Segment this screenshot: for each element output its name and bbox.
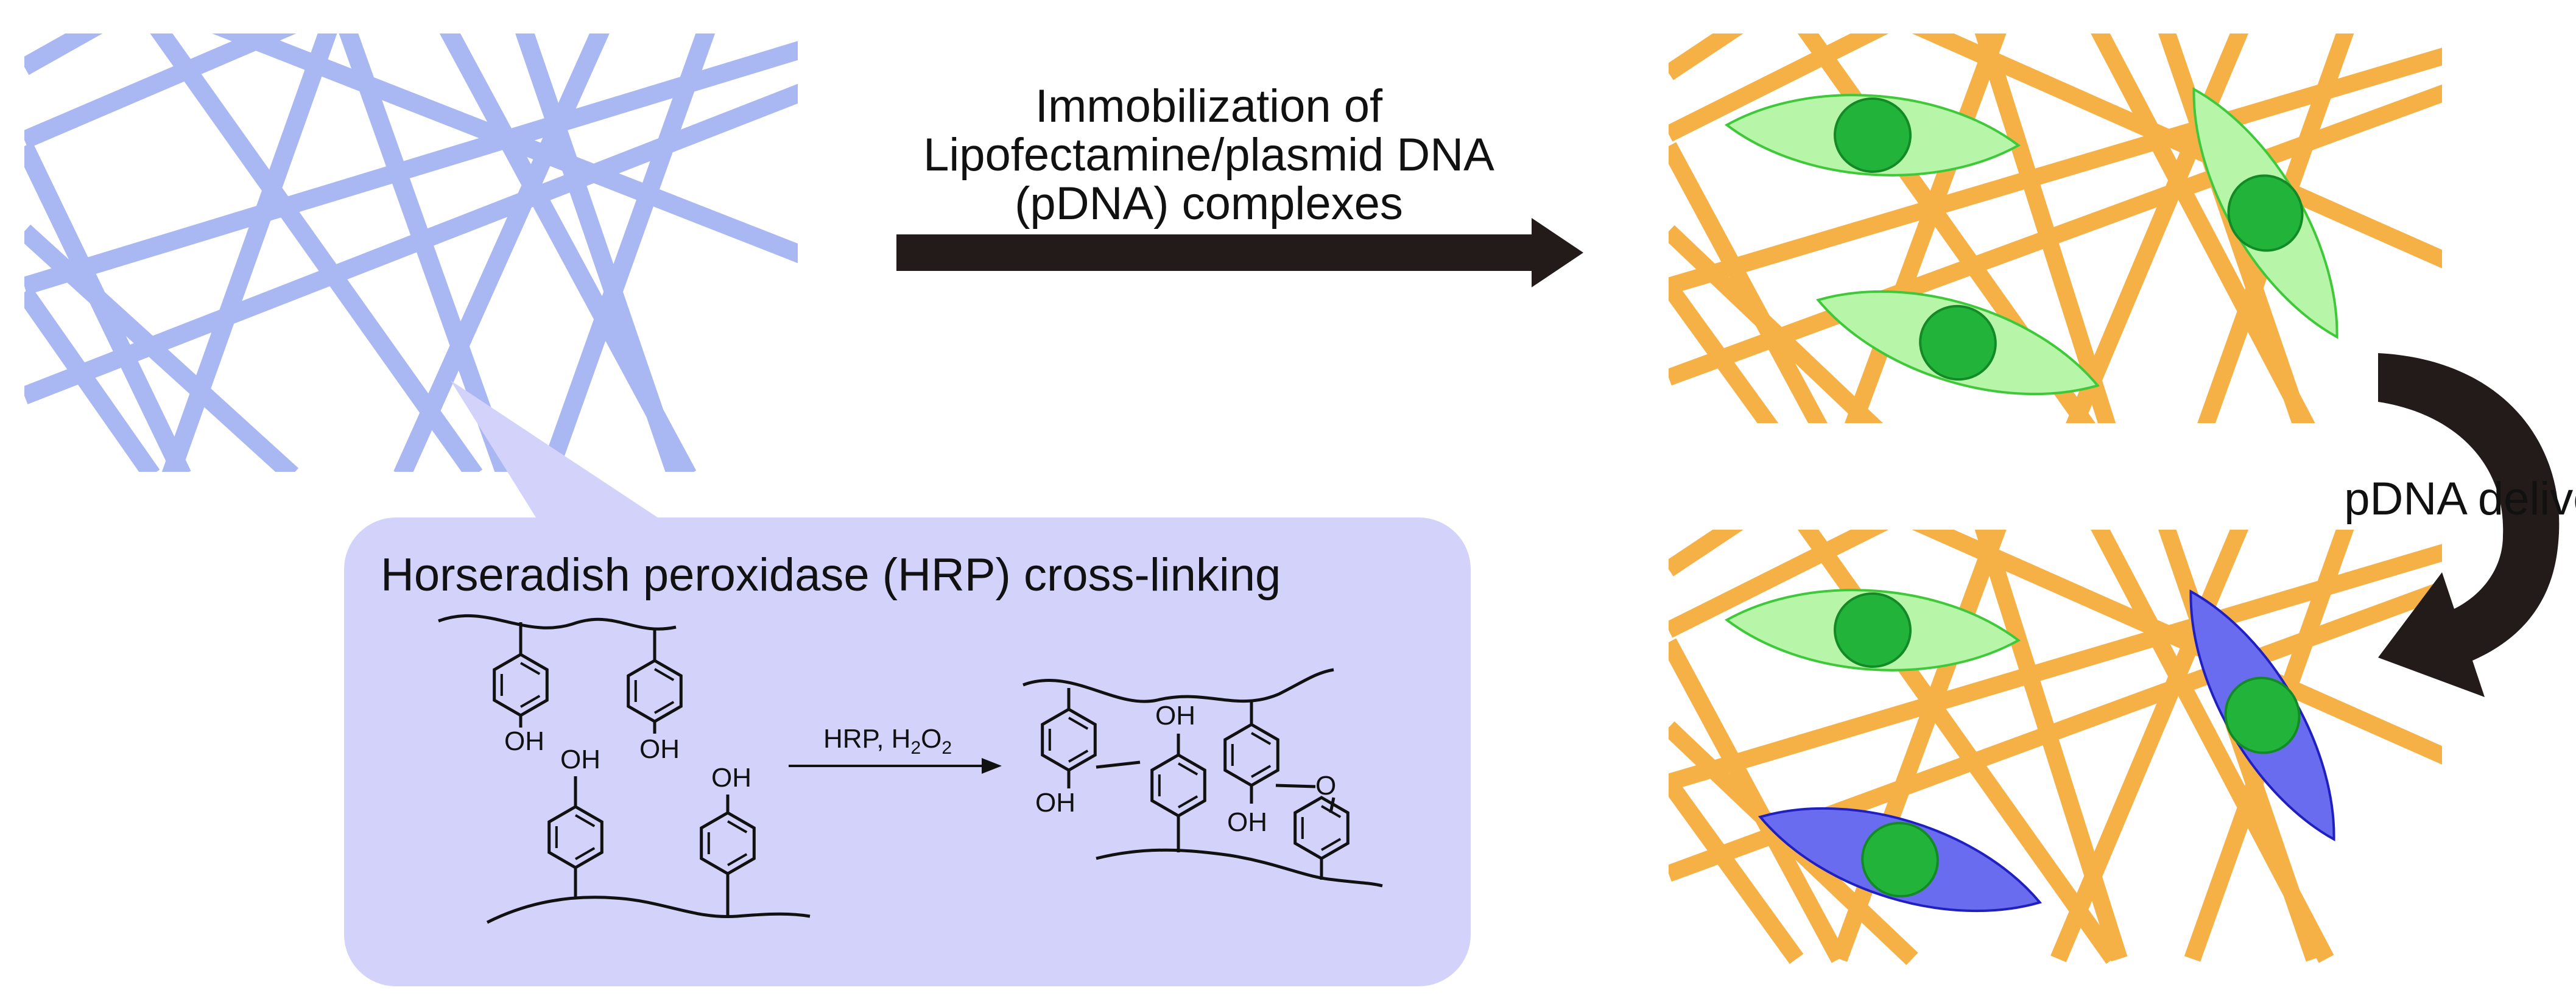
- orange-fiber: [2050, 530, 2249, 963]
- blue-fiber: [515, 33, 685, 472]
- cell-nucleus: [1834, 97, 1912, 174]
- upper-polymer-chain: [438, 614, 677, 631]
- green-cell: [1724, 94, 2021, 177]
- oh-label: OH: [1155, 701, 1195, 731]
- lower-polymer-chain: [486, 896, 811, 924]
- blue-fiber: [339, 33, 515, 472]
- blue-fiber: [24, 41, 798, 295]
- main-arrow-shape: [896, 218, 1583, 287]
- upper-polymer-chain: [1022, 668, 1334, 703]
- cells-layer: [1724, 87, 2338, 913]
- reaction-arrow: HRP, H2O2: [789, 724, 1002, 774]
- oh-label: OH: [560, 745, 600, 774]
- hrp-crosslinking-panel: Horseradish peroxidase (HRP) cross-linki…: [344, 381, 1471, 986]
- oh-label: OH: [1227, 807, 1267, 837]
- immobilization-arrow: [896, 218, 1583, 287]
- reaction-conditions: HRP, H2O2: [823, 724, 952, 758]
- cell-nucleus: [2227, 174, 2304, 252]
- blue-fiber: [24, 287, 160, 472]
- benzene-ring: [1293, 796, 1350, 860]
- arrow-label-line3: (pDNA) complexes: [1015, 178, 1403, 230]
- green-cell: [1815, 290, 2100, 396]
- oh-label: OH: [639, 734, 680, 764]
- orange-fiber: [1669, 530, 1744, 577]
- blue-fiber: [212, 33, 798, 264]
- blue-fiber: [393, 33, 610, 472]
- benzene-ring: [1150, 753, 1206, 818]
- orange-fiber: [1669, 530, 1889, 638]
- orange-fiber: [1669, 777, 1804, 964]
- orange-fiber: [1669, 33, 1889, 142]
- o-label: O: [1315, 771, 1336, 801]
- panel-title: Horseradish peroxidase (HRP) cross-linki…: [381, 549, 1281, 601]
- blue-fiber: [539, 33, 716, 472]
- blue-fiber: [150, 33, 483, 472]
- orange-fiber: [1669, 84, 2442, 386]
- reactant-structure: OH OH OH OH: [438, 614, 811, 924]
- orange-fiber: [1669, 225, 1883, 423]
- callout-pointer: [451, 381, 658, 518]
- arrow-label-line1: Immobilization of: [1035, 80, 1383, 132]
- benzene-ring: [700, 811, 756, 875]
- cell-nucleus: [1834, 592, 1912, 668]
- panel-background: [344, 518, 1471, 986]
- transfected-blue-cell: [2189, 589, 2335, 841]
- orange-fiber: [1797, 530, 2120, 964]
- transfected-blue-cell: [1758, 807, 2043, 913]
- orange-fiber: [1669, 281, 1779, 423]
- delivery-label: pDNA delivery: [2344, 473, 2576, 525]
- cell-nucleus: [2224, 676, 2301, 754]
- product-structure: OH OH OH O: [1022, 668, 1383, 888]
- curved-arrow-shape: [2378, 353, 2560, 697]
- cell-nucleus: [1919, 304, 1997, 381]
- green-cell: [2192, 87, 2338, 339]
- blue-fiber-mesh: [24, 33, 798, 472]
- green-cell: [1724, 589, 2021, 672]
- orange-fiber-mesh-bottom: [1669, 530, 2442, 966]
- blue-fiber: [24, 33, 297, 149]
- oh-label: OH: [1035, 788, 1075, 818]
- cell-nucleus: [1861, 821, 1939, 898]
- blue-fiber: [24, 33, 103, 75]
- lower-polymer-chain: [1096, 848, 1383, 888]
- oh-label: OH: [711, 763, 751, 793]
- delivery-arrow: [2378, 353, 2560, 697]
- oh-label: OH: [504, 726, 544, 756]
- orange-fiber: [1669, 33, 1744, 80]
- benzene-ring: [547, 805, 604, 869]
- arrow-label-line2: Lipofectamine/plasmid DNA: [923, 129, 1494, 181]
- blue-fiber: [24, 224, 299, 472]
- orange-fiber: [1845, 33, 2007, 423]
